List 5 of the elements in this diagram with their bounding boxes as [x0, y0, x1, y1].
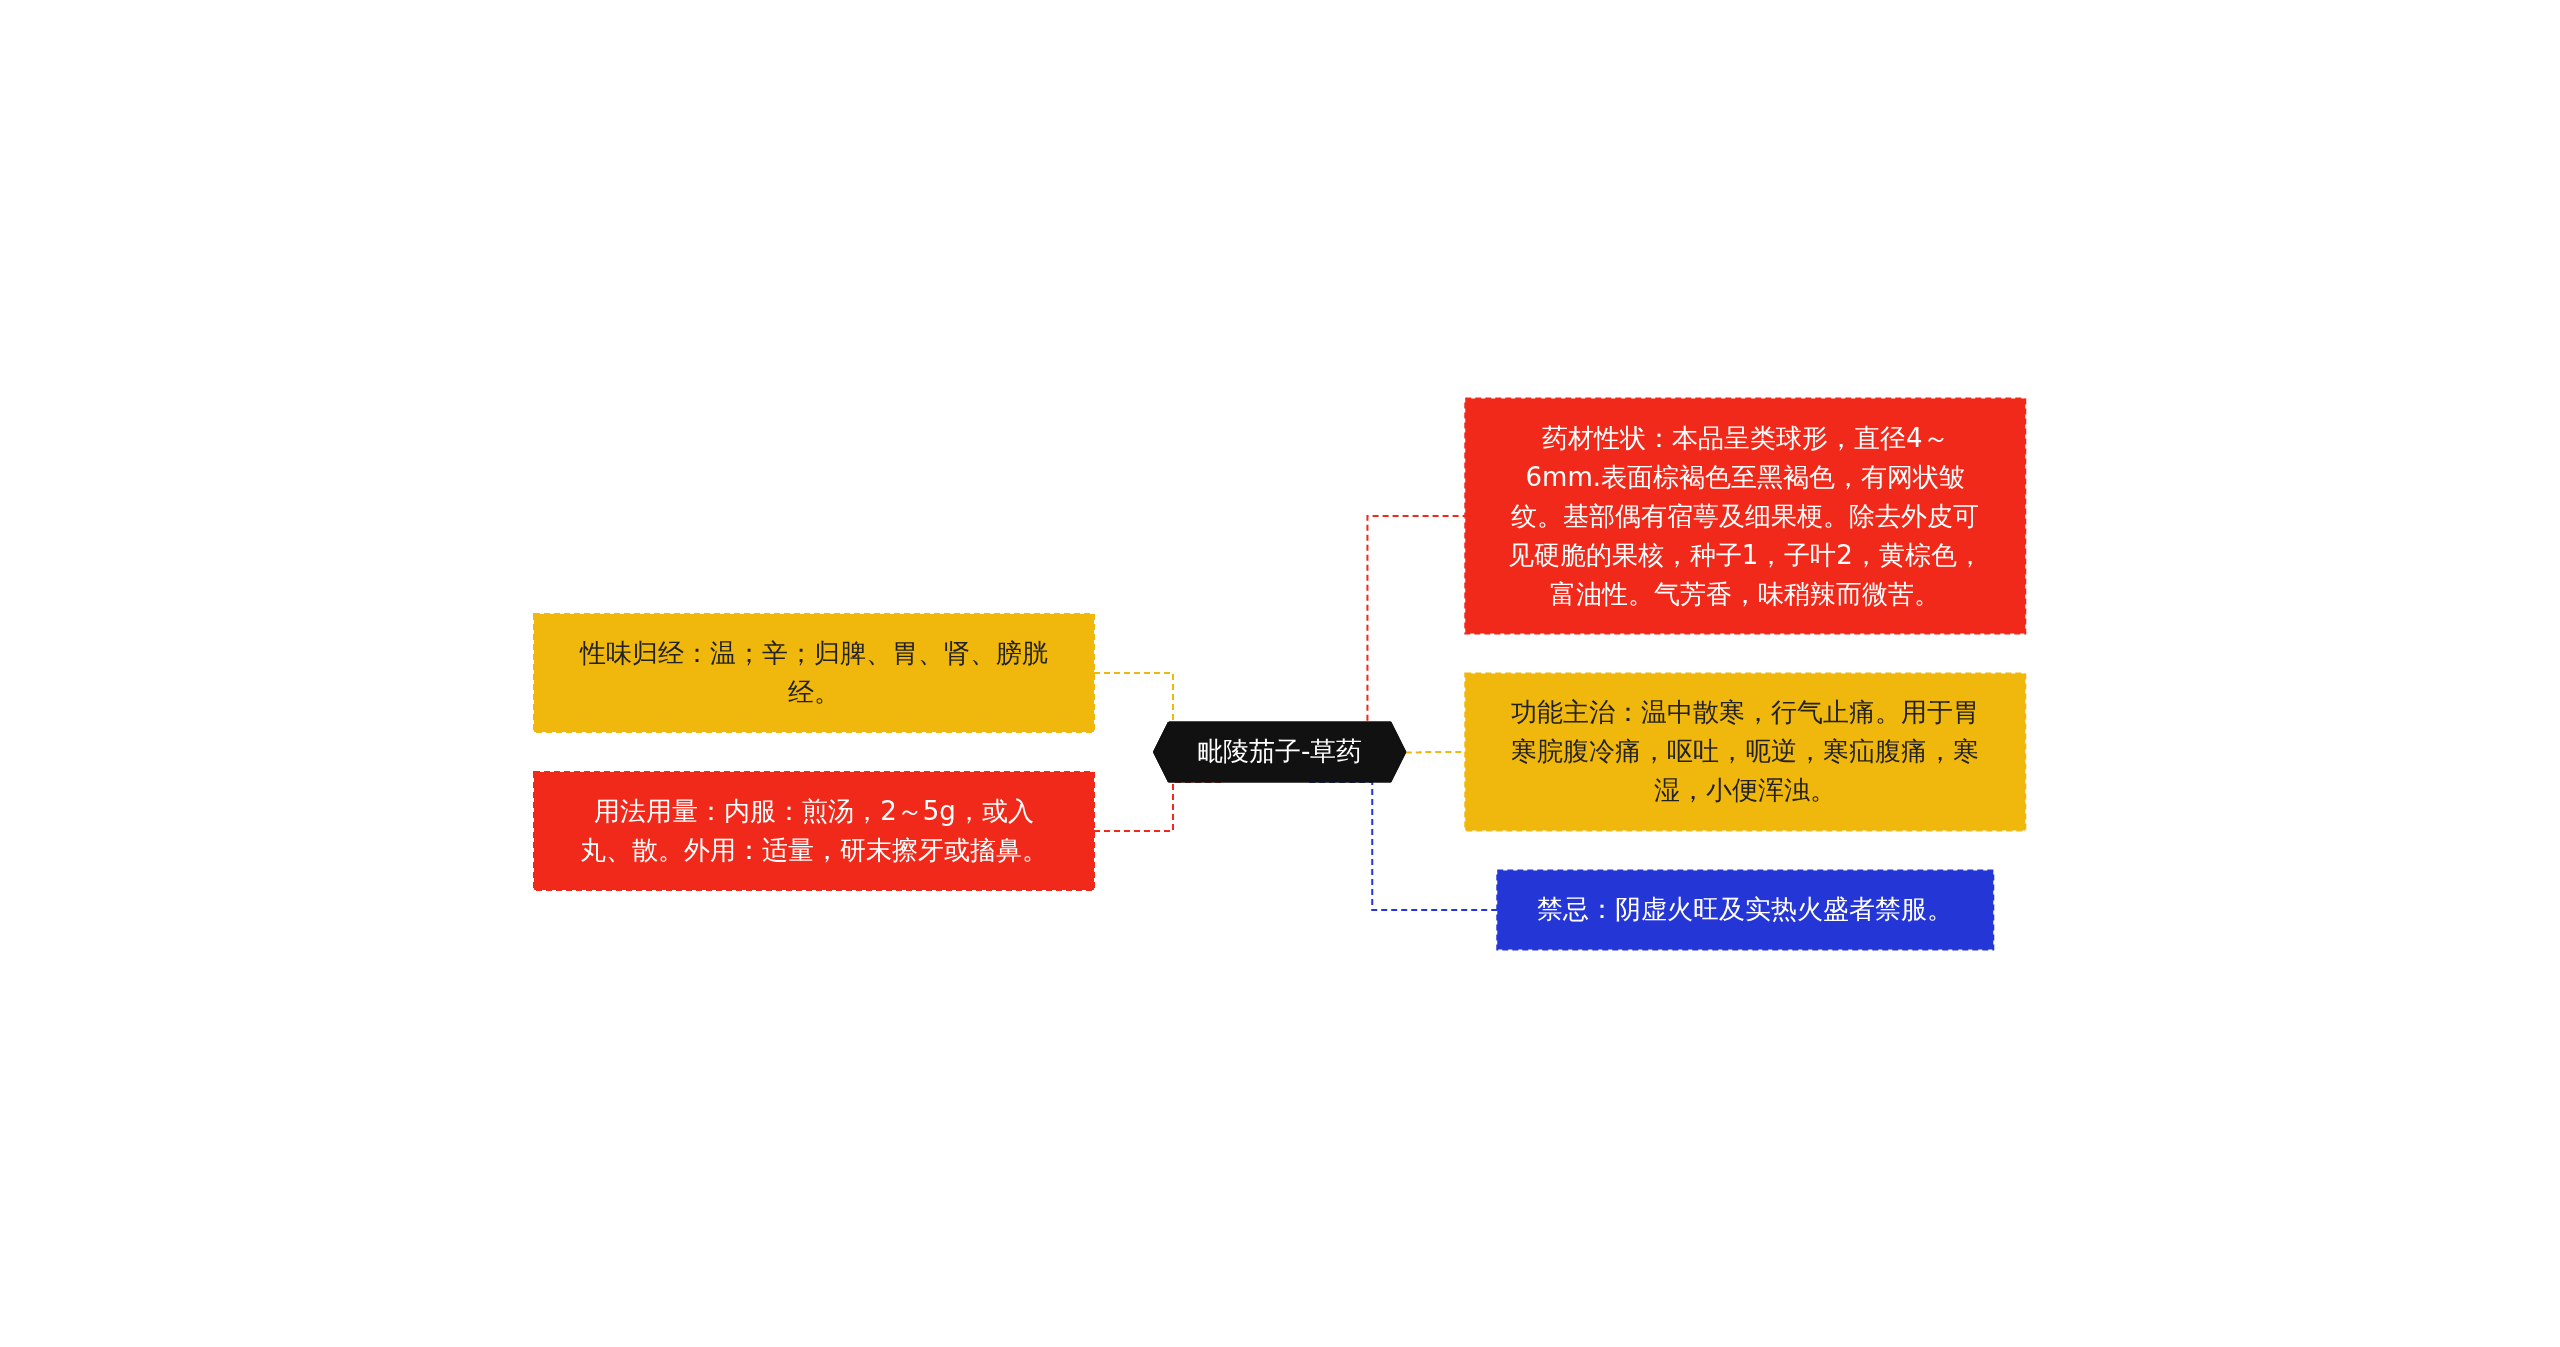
node-box: 药材性状：本品呈类球形，直径4～6mm.表面棕褐色至黑褐色，有网状皱纹。基部偶有宿萼及细果梗。除去外皮可见硬脆的果核，种子1，子叶2，黄棕色，富油性。气芳香，味稍辣而微苦。 — [1464, 397, 2027, 634]
node-box: 功能主治：温中散寒，行气止痛。用于胃寒脘腹冷痛，呕吐，呃逆，寒疝腹痛，寒湿，小便浑浊。 — [1464, 672, 2027, 831]
node-box: 性味归经：温；辛；归脾、胃、肾、膀胱经。 — [533, 612, 1096, 733]
node-box: 用法用量：内服：煎汤，2～5g，或入丸、散。外用：适量，研末擦牙或搐鼻。 — [533, 770, 1096, 891]
node-box: 禁忌：阴虚火旺及实热火盛者禁服。 — [1496, 869, 1995, 950]
